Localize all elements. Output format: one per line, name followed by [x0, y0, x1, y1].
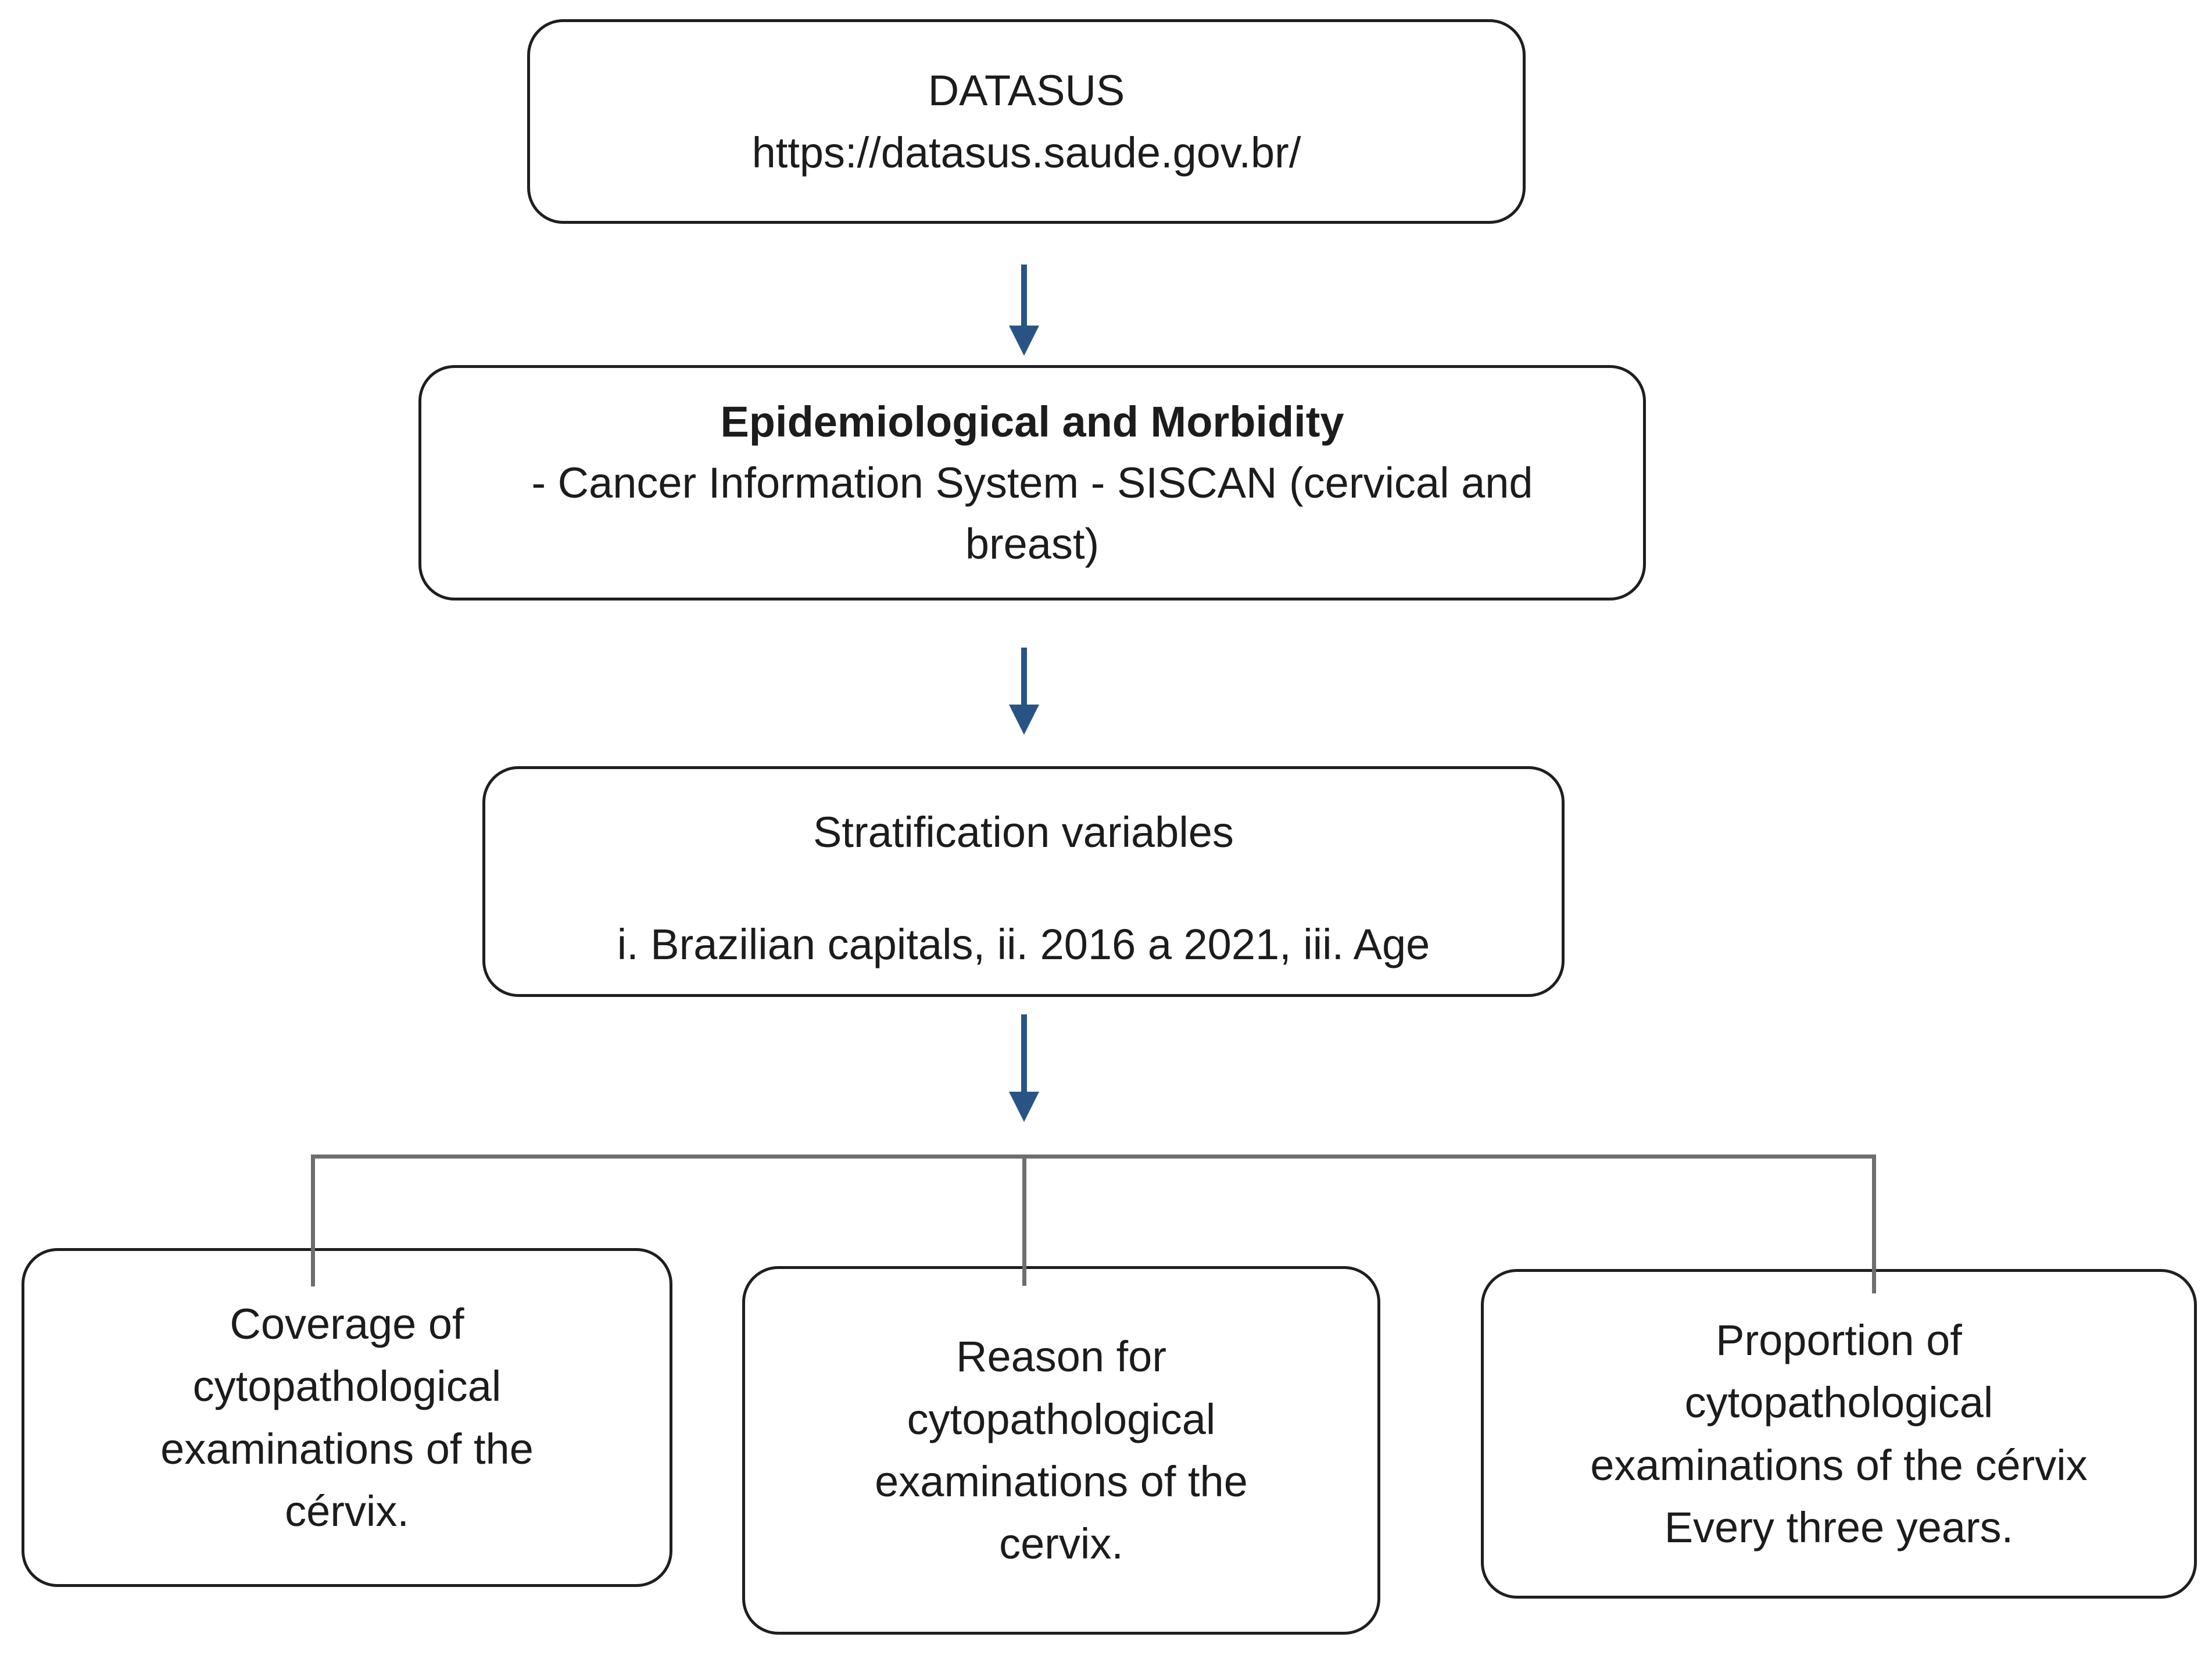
- outcome-proportion-line4: Every three years.: [1664, 1503, 2014, 1552]
- datasus-url: https://datasus.saude.gov.br/: [751, 128, 1301, 177]
- outcome-coverage-line1: Coverage of: [230, 1299, 464, 1348]
- outcome-reason-line1: Reason for: [956, 1332, 1166, 1381]
- outcome-coverage-line2: cytopathological: [192, 1362, 502, 1411]
- stratification-title: Stratification variables: [813, 808, 1234, 856]
- branch-connector-drop-middle: [1022, 1154, 1026, 1286]
- down-arrow-2-icon: [1009, 648, 1039, 735]
- down-arrow-1-icon: [1009, 264, 1039, 356]
- arrow-head: [1009, 1092, 1039, 1122]
- outcome-proportion-line1: Proportion of: [1716, 1316, 1962, 1364]
- arrow-shaft: [1021, 264, 1027, 326]
- datasus-title: DATASUS: [928, 66, 1125, 115]
- siscan-system-box: Epidemiological and Morbidity - Cancer I…: [418, 365, 1646, 600]
- branch-connector-bar: [313, 1154, 1876, 1159]
- outcome-proportion-line2: cytopathological: [1684, 1378, 1993, 1427]
- outcome-box-coverage: Coverage of cytopathological examination…: [22, 1248, 672, 1587]
- outcome-box-reason: Reason for cytopathological examinations…: [742, 1266, 1380, 1635]
- siscan-body-line2: breast): [965, 520, 1100, 569]
- outcome-reason-line2: cytopathological: [907, 1395, 1216, 1443]
- arrow-head: [1009, 705, 1039, 735]
- stratification-box: Stratification variables i. Brazilian ca…: [482, 766, 1565, 997]
- down-arrow-3-icon: [1009, 1014, 1039, 1122]
- stratification-variables: i. Brazilian capitals, ii. 2016 a 2021, …: [617, 920, 1430, 968]
- outcome-proportion-line3: examinations of the cérvix: [1590, 1440, 2088, 1489]
- outcome-reason-line3: examinations of the: [875, 1457, 1248, 1506]
- branch-connector-drop-right: [1872, 1154, 1876, 1293]
- branch-connector-drop-left: [311, 1154, 315, 1286]
- outcome-coverage-line4: cérvix.: [285, 1486, 409, 1535]
- siscan-heading: Epidemiological and Morbidity: [720, 397, 1344, 446]
- outcome-coverage-line3: examinations of the: [160, 1424, 534, 1473]
- arrow-shaft: [1021, 648, 1027, 705]
- arrow-shaft: [1021, 1014, 1027, 1092]
- outcome-reason-line4: cervix.: [999, 1520, 1123, 1568]
- datasus-source-box: DATASUS https://datasus.saude.gov.br/: [527, 19, 1526, 224]
- arrow-head: [1009, 326, 1039, 356]
- outcome-box-proportion: Proportion of cytopathological examinati…: [1481, 1269, 2197, 1599]
- siscan-body-line1: - Cancer Information System - SISCAN (ce…: [531, 458, 1533, 507]
